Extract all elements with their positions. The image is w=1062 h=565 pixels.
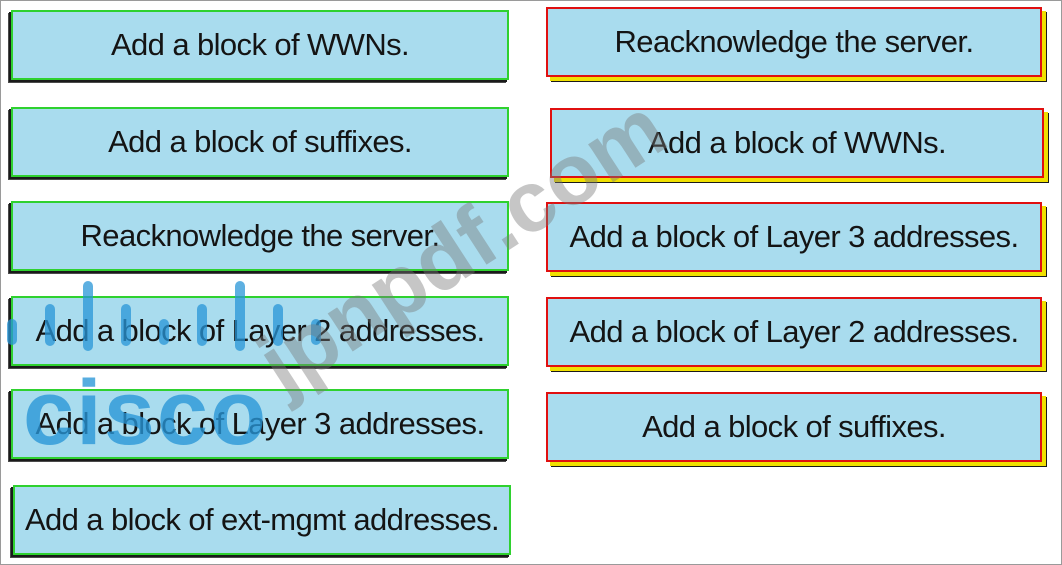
- source-option-ext-mgmt[interactable]: Add a block of ext-mgmt addresses.: [13, 485, 511, 555]
- option-label: Add a block of Layer 2 addresses.: [35, 313, 486, 348]
- source-option-layer3[interactable]: Add a block of Layer 3 addresses.: [11, 389, 509, 459]
- answer-label: Add a block of Layer 3 addresses.: [569, 219, 1020, 254]
- answer-slot-3[interactable]: Add a block of Layer 3 addresses.: [546, 202, 1042, 272]
- source-option-wwns[interactable]: Add a block of WWNs.: [11, 10, 509, 80]
- answer-label: Add a block of WWNs.: [647, 125, 947, 160]
- option-label: Add a block of ext-mgmt addresses.: [24, 502, 500, 537]
- source-option-layer2[interactable]: Add a block of Layer 2 addresses.: [11, 296, 509, 366]
- answer-label: Reacknowledge the server.: [614, 24, 975, 59]
- option-label: Add a block of Layer 3 addresses.: [35, 406, 486, 441]
- source-option-suffixes[interactable]: Add a block of suffixes.: [11, 107, 509, 177]
- answer-label: Add a block of suffixes.: [642, 409, 946, 444]
- answer-slot-2[interactable]: Add a block of WWNs.: [550, 108, 1044, 178]
- option-label: Add a block of suffixes.: [108, 124, 412, 159]
- answer-slot-4[interactable]: Add a block of Layer 2 addresses.: [546, 297, 1042, 367]
- source-option-reacknowledge[interactable]: Reacknowledge the server.: [11, 201, 509, 271]
- option-label: Reacknowledge the server.: [80, 218, 441, 253]
- option-label: Add a block of WWNs.: [110, 27, 410, 62]
- answer-label: Add a block of Layer 2 addresses.: [569, 314, 1020, 349]
- answer-slot-5[interactable]: Add a block of suffixes.: [546, 392, 1042, 462]
- answer-slot-1[interactable]: Reacknowledge the server.: [546, 7, 1042, 77]
